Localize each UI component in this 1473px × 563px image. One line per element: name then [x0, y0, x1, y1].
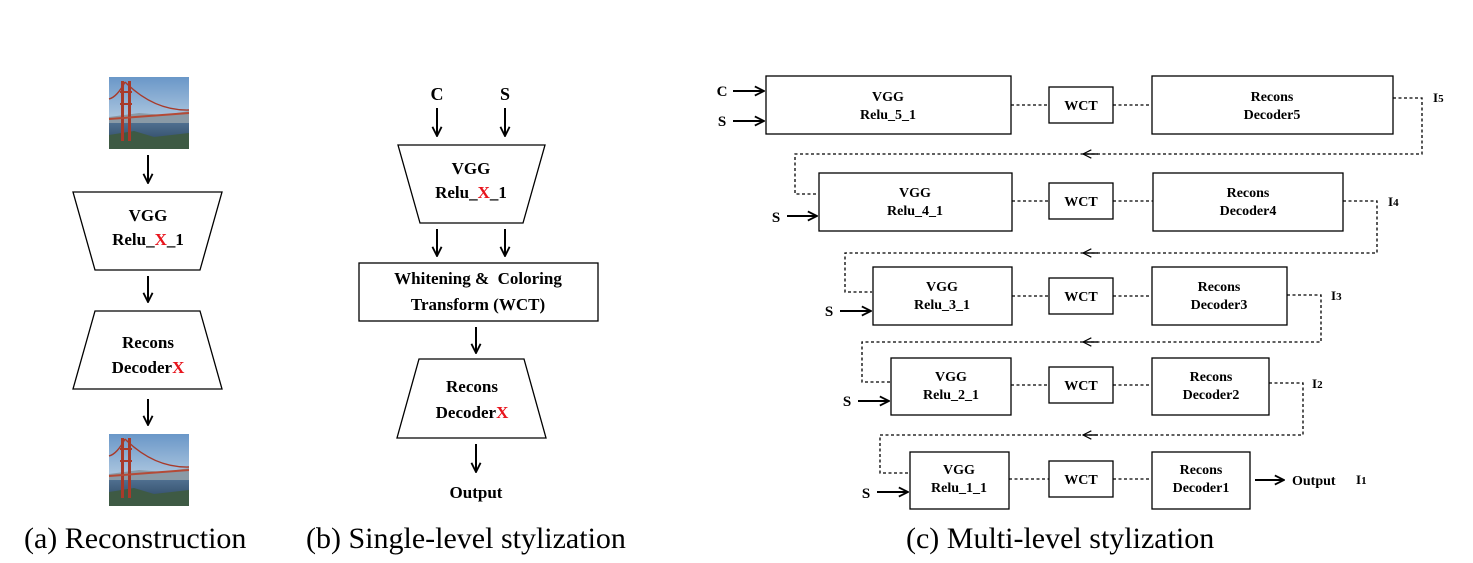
decoder-label: Decoder1 — [1173, 481, 1230, 496]
output-image — [108, 433, 190, 507]
input-c-label: C — [431, 84, 444, 104]
wct-label: WCT — [1064, 290, 1098, 305]
vgg-box — [765, 75, 1012, 135]
output-label: Output — [450, 483, 503, 502]
decoder-label: Recons — [446, 377, 498, 396]
caption-a: (a) Reconstruction — [24, 522, 246, 555]
wct-box — [1048, 460, 1114, 498]
panel-c-multi-level: C S VGG Relu_5_1 WCT Recons Decoder5 I5 … — [717, 75, 1444, 510]
relu-label: Relu_1_1 — [931, 481, 987, 496]
wct-box — [1048, 86, 1114, 124]
wct-label: WCT — [1064, 379, 1098, 394]
vgg-box — [909, 451, 1010, 510]
decoder-box — [1151, 266, 1288, 326]
caption-b: (b) Single-level stylization — [306, 522, 626, 555]
vgg-box — [818, 172, 1013, 232]
encoder-layer-label: Relu_X_1 — [435, 183, 507, 202]
final-output-label: I1 — [1356, 472, 1367, 487]
vgg-label: VGG — [943, 463, 975, 478]
level-1-row: VGG Relu_1_1 WCT Recons Decoder1 Output … — [909, 451, 1367, 510]
vgg-box — [872, 266, 1013, 326]
encoder-trapezoid — [397, 144, 546, 224]
intermediate-output-label: I3 — [1331, 288, 1342, 303]
decoder-label: Recons — [122, 333, 174, 352]
encoder-label: VGG — [129, 206, 168, 225]
caption-c: (c) Multi-level stylization — [906, 522, 1214, 555]
feedback-link-5-to-4 — [794, 97, 1423, 195]
wct-label: WCT — [1064, 473, 1098, 488]
level-2-row: VGG Relu_2_1 WCT Recons Decoder2 I2 — [890, 357, 1323, 416]
decoder-box — [1151, 357, 1270, 416]
decoder-trapezoid — [396, 358, 547, 439]
decoder-trapezoid — [72, 310, 223, 390]
vgg-label: VGG — [872, 90, 904, 105]
vgg-label: VGG — [935, 370, 967, 385]
recons-label: Recons — [1198, 280, 1241, 295]
input-s-label: S — [862, 486, 870, 502]
panel-b-single-level: C S VGG Relu_X_1 Whitening & Coloring Tr… — [358, 84, 599, 502]
input-s-label: S — [718, 114, 726, 130]
relu-label: Relu_4_1 — [887, 204, 943, 219]
level-4-row: VGG Relu_4_1 WCT Recons Decoder4 I4 — [818, 172, 1399, 232]
intermediate-output-label: I4 — [1388, 194, 1399, 209]
panel-a-reconstruction: VGG Relu_X_1 Recons DecoderX — [72, 76, 223, 507]
recons-label: Recons — [1251, 90, 1294, 105]
input-c-label: C — [717, 84, 728, 100]
wct-box — [358, 262, 599, 322]
decoder-label: Decoder4 — [1220, 204, 1277, 219]
relu-label: Relu_2_1 — [923, 388, 979, 403]
vgg-box — [890, 357, 1012, 416]
decoder-label: Decoder5 — [1244, 108, 1301, 123]
wct-label: WCT — [1064, 99, 1098, 114]
output-label: Output — [1292, 474, 1336, 489]
wct-label-line2: Transform (WCT) — [411, 295, 545, 314]
vgg-label: VGG — [926, 280, 958, 295]
recons-label: Recons — [1180, 463, 1223, 478]
decoder-level-label: DecoderX — [112, 358, 185, 377]
decoder-level-label: DecoderX — [436, 403, 509, 422]
encoder-label: VGG — [452, 159, 491, 178]
level-3-row: VGG Relu_3_1 WCT Recons Decoder3 I3 — [872, 266, 1342, 326]
decoder-label: Decoder3 — [1191, 298, 1248, 313]
wct-label-line1: Whitening & Coloring — [394, 269, 562, 288]
input-s-label: S — [500, 84, 510, 104]
relu-label: Relu_3_1 — [914, 298, 970, 313]
recons-label: Recons — [1190, 370, 1233, 385]
wct-label: WCT — [1064, 195, 1098, 210]
wct-box — [1048, 182, 1114, 220]
intermediate-output-label: I2 — [1312, 376, 1323, 391]
intermediate-output-label: I5 — [1433, 90, 1444, 105]
input-s-label: S — [843, 394, 851, 410]
level-5-row: VGG Relu_5_1 WCT Recons Decoder5 I5 — [765, 75, 1444, 135]
input-s-label: S — [772, 210, 780, 226]
encoder-layer-label: Relu_X_1 — [112, 230, 184, 249]
decoder-label: Decoder2 — [1183, 388, 1240, 403]
relu-label: Relu_5_1 — [860, 108, 916, 123]
feedback-link-4-to-3 — [844, 200, 1378, 293]
input-image — [108, 76, 190, 150]
decoder-box — [1151, 451, 1251, 510]
input-s-label: S — [825, 304, 833, 320]
vgg-label: VGG — [899, 186, 931, 201]
decoder-box — [1151, 75, 1394, 135]
decoder-box — [1152, 172, 1344, 232]
recons-label: Recons — [1227, 186, 1270, 201]
encoder-trapezoid — [72, 191, 223, 271]
